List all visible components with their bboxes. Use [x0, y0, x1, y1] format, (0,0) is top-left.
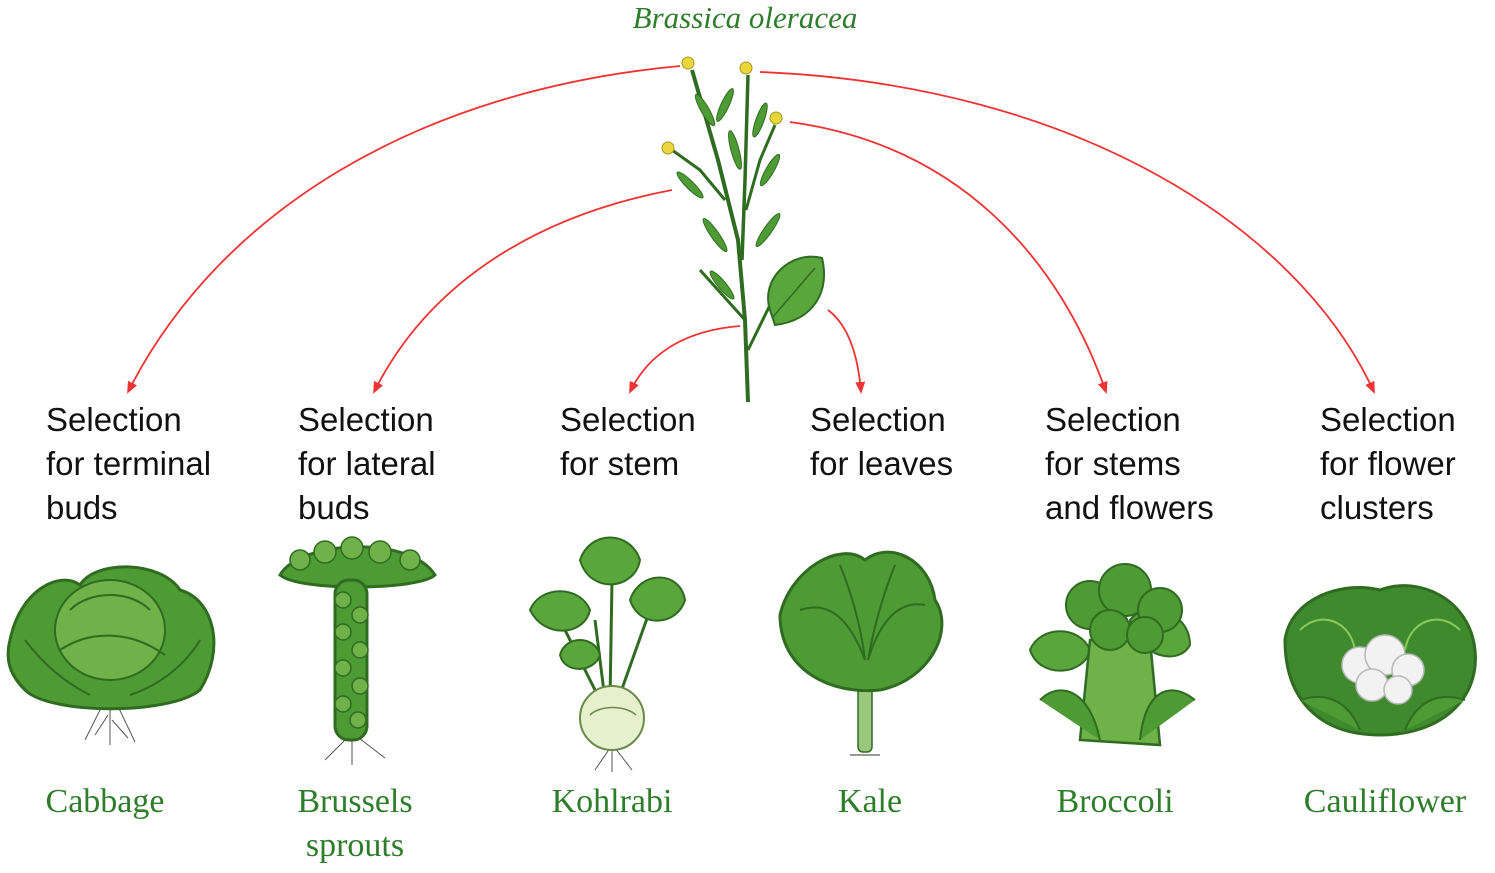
arrow-to-flower-clusters — [759, 71, 1375, 394]
arrow-to-terminal-buds — [127, 65, 681, 394]
kale-icon — [778, 550, 944, 756]
brussels-sprouts-icon — [278, 536, 437, 765]
selection-label-cabbage: Selection for terminal buds — [46, 401, 212, 526]
selection-label-cauliflower: Selection for flower clusters — [1320, 401, 1456, 526]
variety-name-brussels-sprouts: Brussels sprouts — [297, 783, 413, 864]
cabbage-icon — [6, 565, 216, 745]
cauliflower-curd — [1341, 634, 1425, 705]
selection-label-brussels-sprouts: Selection for lateral buds — [298, 401, 436, 526]
variety-name-broccoli: Broccoli — [1056, 783, 1174, 820]
sprout-buds — [289, 536, 421, 729]
selection-label-kale: Selection for leaves — [810, 401, 954, 482]
arrow-to-stems-flowers — [789, 121, 1108, 394]
diagram-title: Brassica oleracea — [632, 0, 858, 35]
arrow-to-stem — [629, 325, 741, 394]
arrow-to-leaves — [827, 309, 866, 394]
variety-name-cabbage: Cabbage — [45, 783, 165, 820]
variety-name-cauliflower: Cauliflower — [1303, 783, 1467, 820]
arrow-to-lateral-buds — [373, 189, 673, 394]
broccoli-icon — [1028, 563, 1196, 747]
variety-name-kohlrabi: Kohlrabi — [551, 783, 673, 820]
variety-name-kale: Kale — [837, 783, 903, 820]
kohlrabi-icon — [528, 536, 687, 772]
cauliflower-icon — [1283, 584, 1477, 737]
selection-label-broccoli: Selection for stems and flowers — [1045, 401, 1214, 526]
selection-label-kohlrabi: Selection for stem — [560, 401, 696, 482]
wild-mustard-plant-icon — [661, 56, 826, 403]
